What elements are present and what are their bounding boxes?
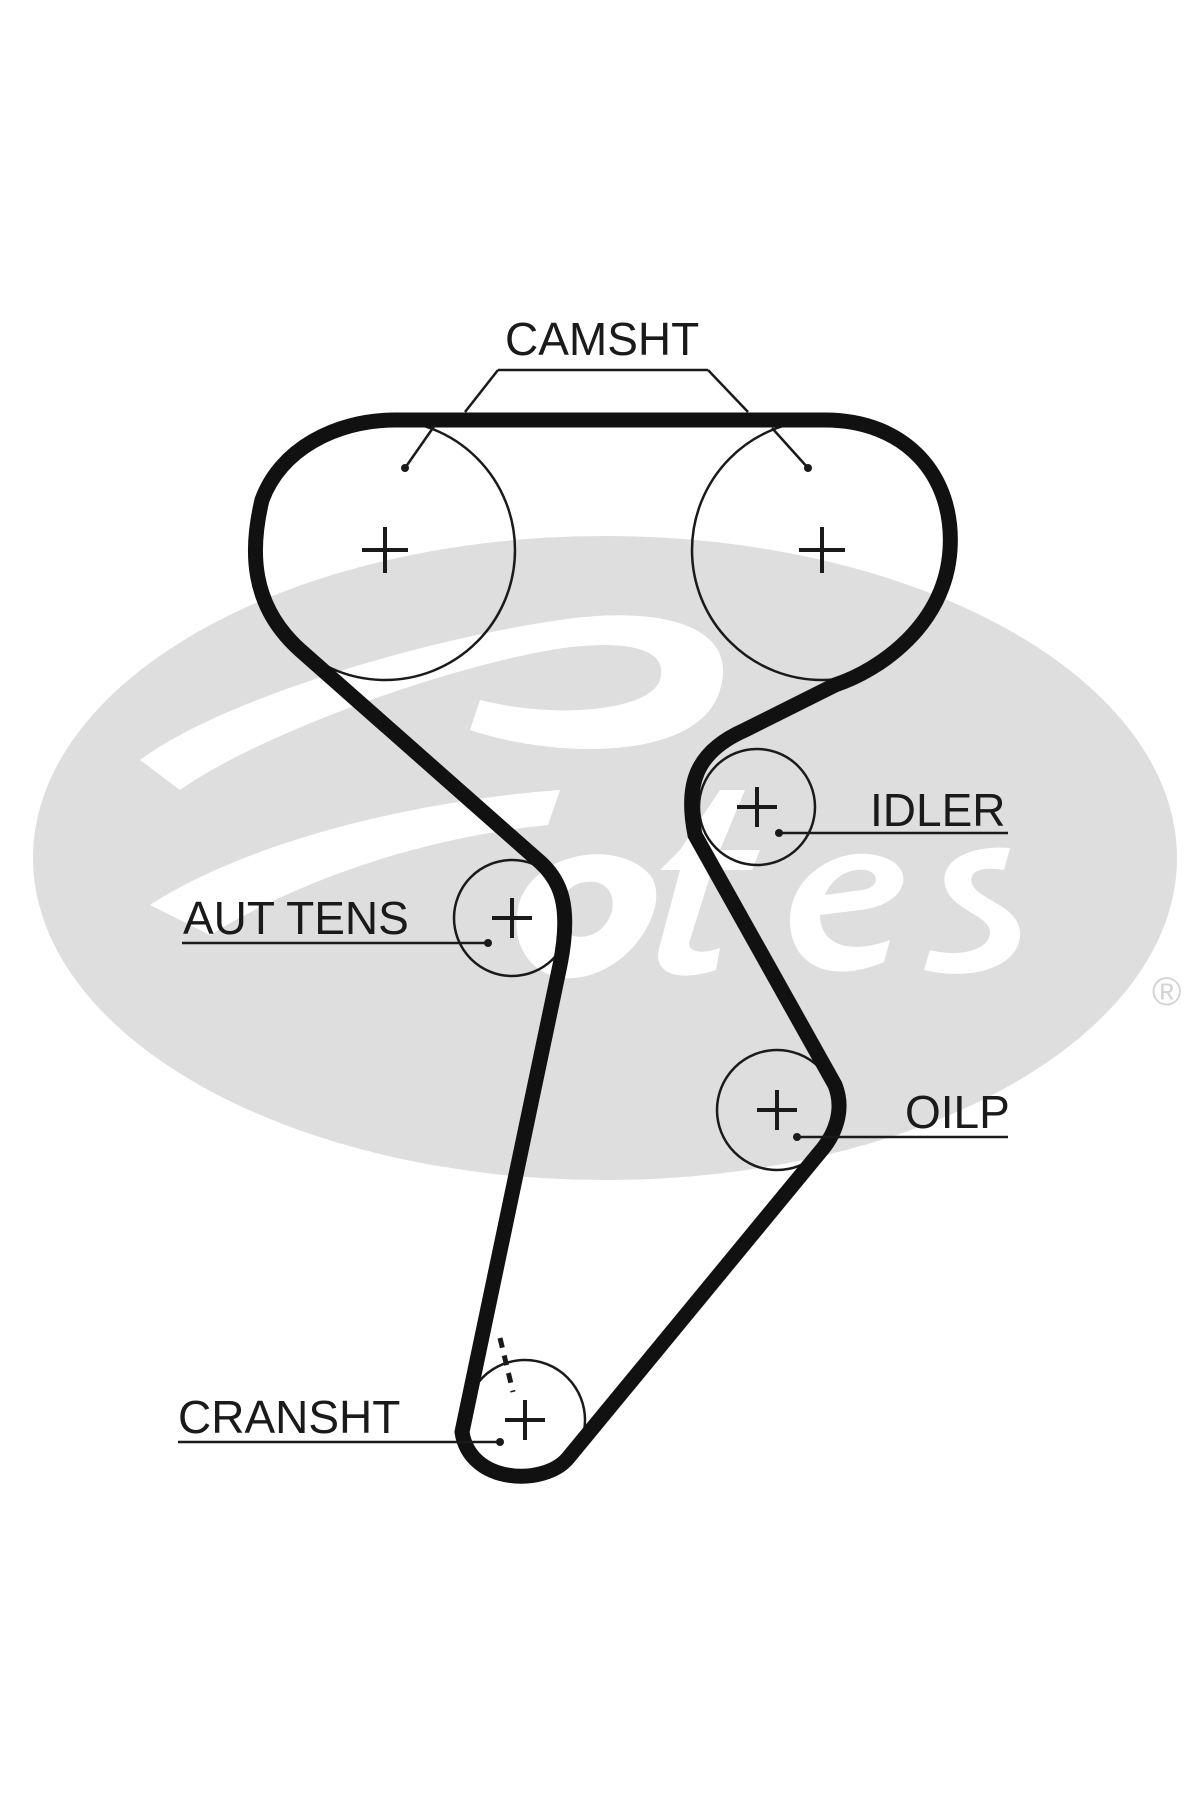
plus-cross-icon (757, 1090, 797, 1130)
plus-cross-icon (799, 527, 845, 573)
oil-pump-leader (793, 1133, 1008, 1141)
gates-logo-icon: ® (33, 536, 1181, 1180)
idler-leader (775, 829, 1008, 837)
label-idler: IDLER (870, 784, 1005, 836)
timing-belt (247, 412, 958, 1484)
camshaft-leader (401, 368, 812, 472)
plus-cross-icon (362, 527, 408, 573)
auto-tensioner-leader (182, 939, 492, 947)
label-auto-tensioner: AUT TENS (183, 892, 409, 944)
plus-cross-icon (492, 898, 532, 938)
plus-cross-icon (737, 787, 777, 827)
crankshaft-timing-mark (497, 1337, 516, 1393)
plus-cross-icon (505, 1400, 545, 1440)
label-oil-pump: OILP (905, 1086, 1010, 1138)
label-camshaft: CAMSHT (505, 313, 699, 365)
label-crankshaft: CRANSHT (178, 1391, 400, 1443)
crankshaft-leader (178, 1438, 504, 1446)
registered-mark: ® (1152, 970, 1181, 1014)
